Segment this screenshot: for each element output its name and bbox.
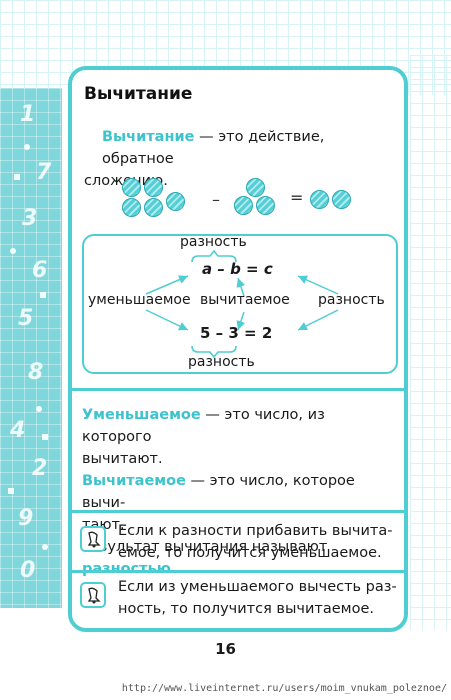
rule-text: Если к разности прибавить вычита- емое, …: [118, 520, 398, 564]
arrow-right-down: [297, 309, 339, 331]
minuend-text-line2: вычитают.: [82, 451, 163, 467]
ball-icon: [246, 178, 265, 197]
top-brace: [191, 249, 237, 263]
arrow-left-up: [145, 275, 189, 295]
label-difference-bottom: разность: [188, 354, 255, 370]
rule-line: ность, то получится вычитаемое.: [118, 601, 374, 617]
deco-number: 4: [10, 418, 26, 443]
section-divider: [72, 388, 404, 391]
result-text: Результат вычитания называют: [82, 539, 328, 555]
deco-number: 9: [18, 506, 34, 531]
definitions-block: Уменьшаемое — это число, из которого выч…: [82, 404, 398, 580]
deco-number: 8: [28, 360, 44, 385]
subtrahend-keyword: Вычитаемое: [82, 473, 186, 489]
deco-dot: [24, 144, 30, 150]
rule-line: емое, то получится уменьшаемое.: [118, 545, 382, 561]
deco-dot: [36, 406, 42, 412]
card-title: Вычитание: [84, 84, 193, 104]
minus-sign: –: [212, 190, 220, 209]
decorative-number-strip: 1 7 3 6 5 8 4 2 9 0: [0, 88, 62, 608]
ball-icon: [122, 178, 141, 197]
section-divider: [72, 570, 404, 573]
deco-number: 6: [32, 258, 48, 283]
label-difference-right: разность: [318, 292, 385, 308]
bell-icon: [80, 526, 106, 552]
bell-icon: [80, 582, 106, 608]
rule-line: Если из уменьшаемого вычесть раз-: [118, 579, 397, 595]
deco-number: 0: [20, 558, 36, 583]
ball-icon: [310, 190, 329, 209]
rule-text: Если из уменьшаемого вычесть раз- ность,…: [118, 576, 398, 620]
formula-letters: a – b = c: [202, 260, 273, 278]
formula-numbers: 5 – 3 = 2: [200, 324, 273, 342]
ball-icon: [122, 198, 141, 217]
result-keyword: разностью: [82, 561, 171, 577]
watermark-url: http://www.liveinternet.ru/users/moim_vn…: [121, 683, 447, 694]
rule-item: Если из уменьшаемого вычесть раз- ность,…: [80, 576, 400, 622]
intro-text: — это действие, обратное: [102, 129, 325, 167]
deco-number: 2: [32, 456, 48, 481]
arrow-right-up: [297, 275, 339, 295]
page-number: 16: [215, 640, 236, 658]
deco-dot: [42, 544, 48, 550]
deco-number: 3: [22, 206, 38, 231]
arrow-mid-up: [236, 277, 246, 297]
ball-icon: [144, 178, 163, 197]
minuend-text: — это число, из которого: [82, 407, 325, 445]
deco-square: [8, 488, 14, 494]
rule-line: Если к разности прибавить вычита-: [118, 523, 393, 539]
deco-square: [42, 434, 48, 440]
subtraction-diagram: разность a – b = c уменьшаемое вычитаемо…: [82, 234, 398, 374]
ball-icon: [166, 192, 185, 211]
ball-icon: [332, 190, 351, 209]
diagram-arrows: [145, 249, 339, 359]
subtrahend-text: — это число, которое вычи-: [82, 473, 355, 511]
deco-number: 5: [18, 306, 34, 331]
section-divider: [72, 510, 404, 513]
deco-number: 7: [36, 160, 52, 185]
rule-item: Если к разности прибавить вычита- емое, …: [80, 520, 400, 566]
rule-card: Вычитание Вычитание — это действие, обра…: [68, 66, 408, 632]
label-subtrahend: вычитаемое: [200, 292, 290, 308]
grid-background-right: [410, 55, 451, 630]
equals-sign: =: [290, 188, 304, 207]
ball-icon: [256, 196, 275, 215]
balls-equation: – =: [122, 176, 362, 220]
ball-icon: [234, 196, 253, 215]
bottom-brace: [191, 345, 237, 359]
arrow-left-down: [145, 309, 189, 331]
intro-keyword: Вычитание: [102, 129, 195, 145]
arrow-mid-down: [236, 311, 246, 331]
label-minuend: уменьшаемое: [88, 292, 191, 308]
result-end: .: [170, 561, 176, 577]
deco-square: [14, 174, 20, 180]
deco-dot: [10, 248, 16, 254]
minuend-keyword: Уменьшаемое: [82, 407, 201, 423]
deco-number: 1: [20, 102, 36, 127]
label-difference-top: разность: [180, 234, 247, 250]
deco-square: [40, 292, 46, 298]
ball-icon: [144, 198, 163, 217]
